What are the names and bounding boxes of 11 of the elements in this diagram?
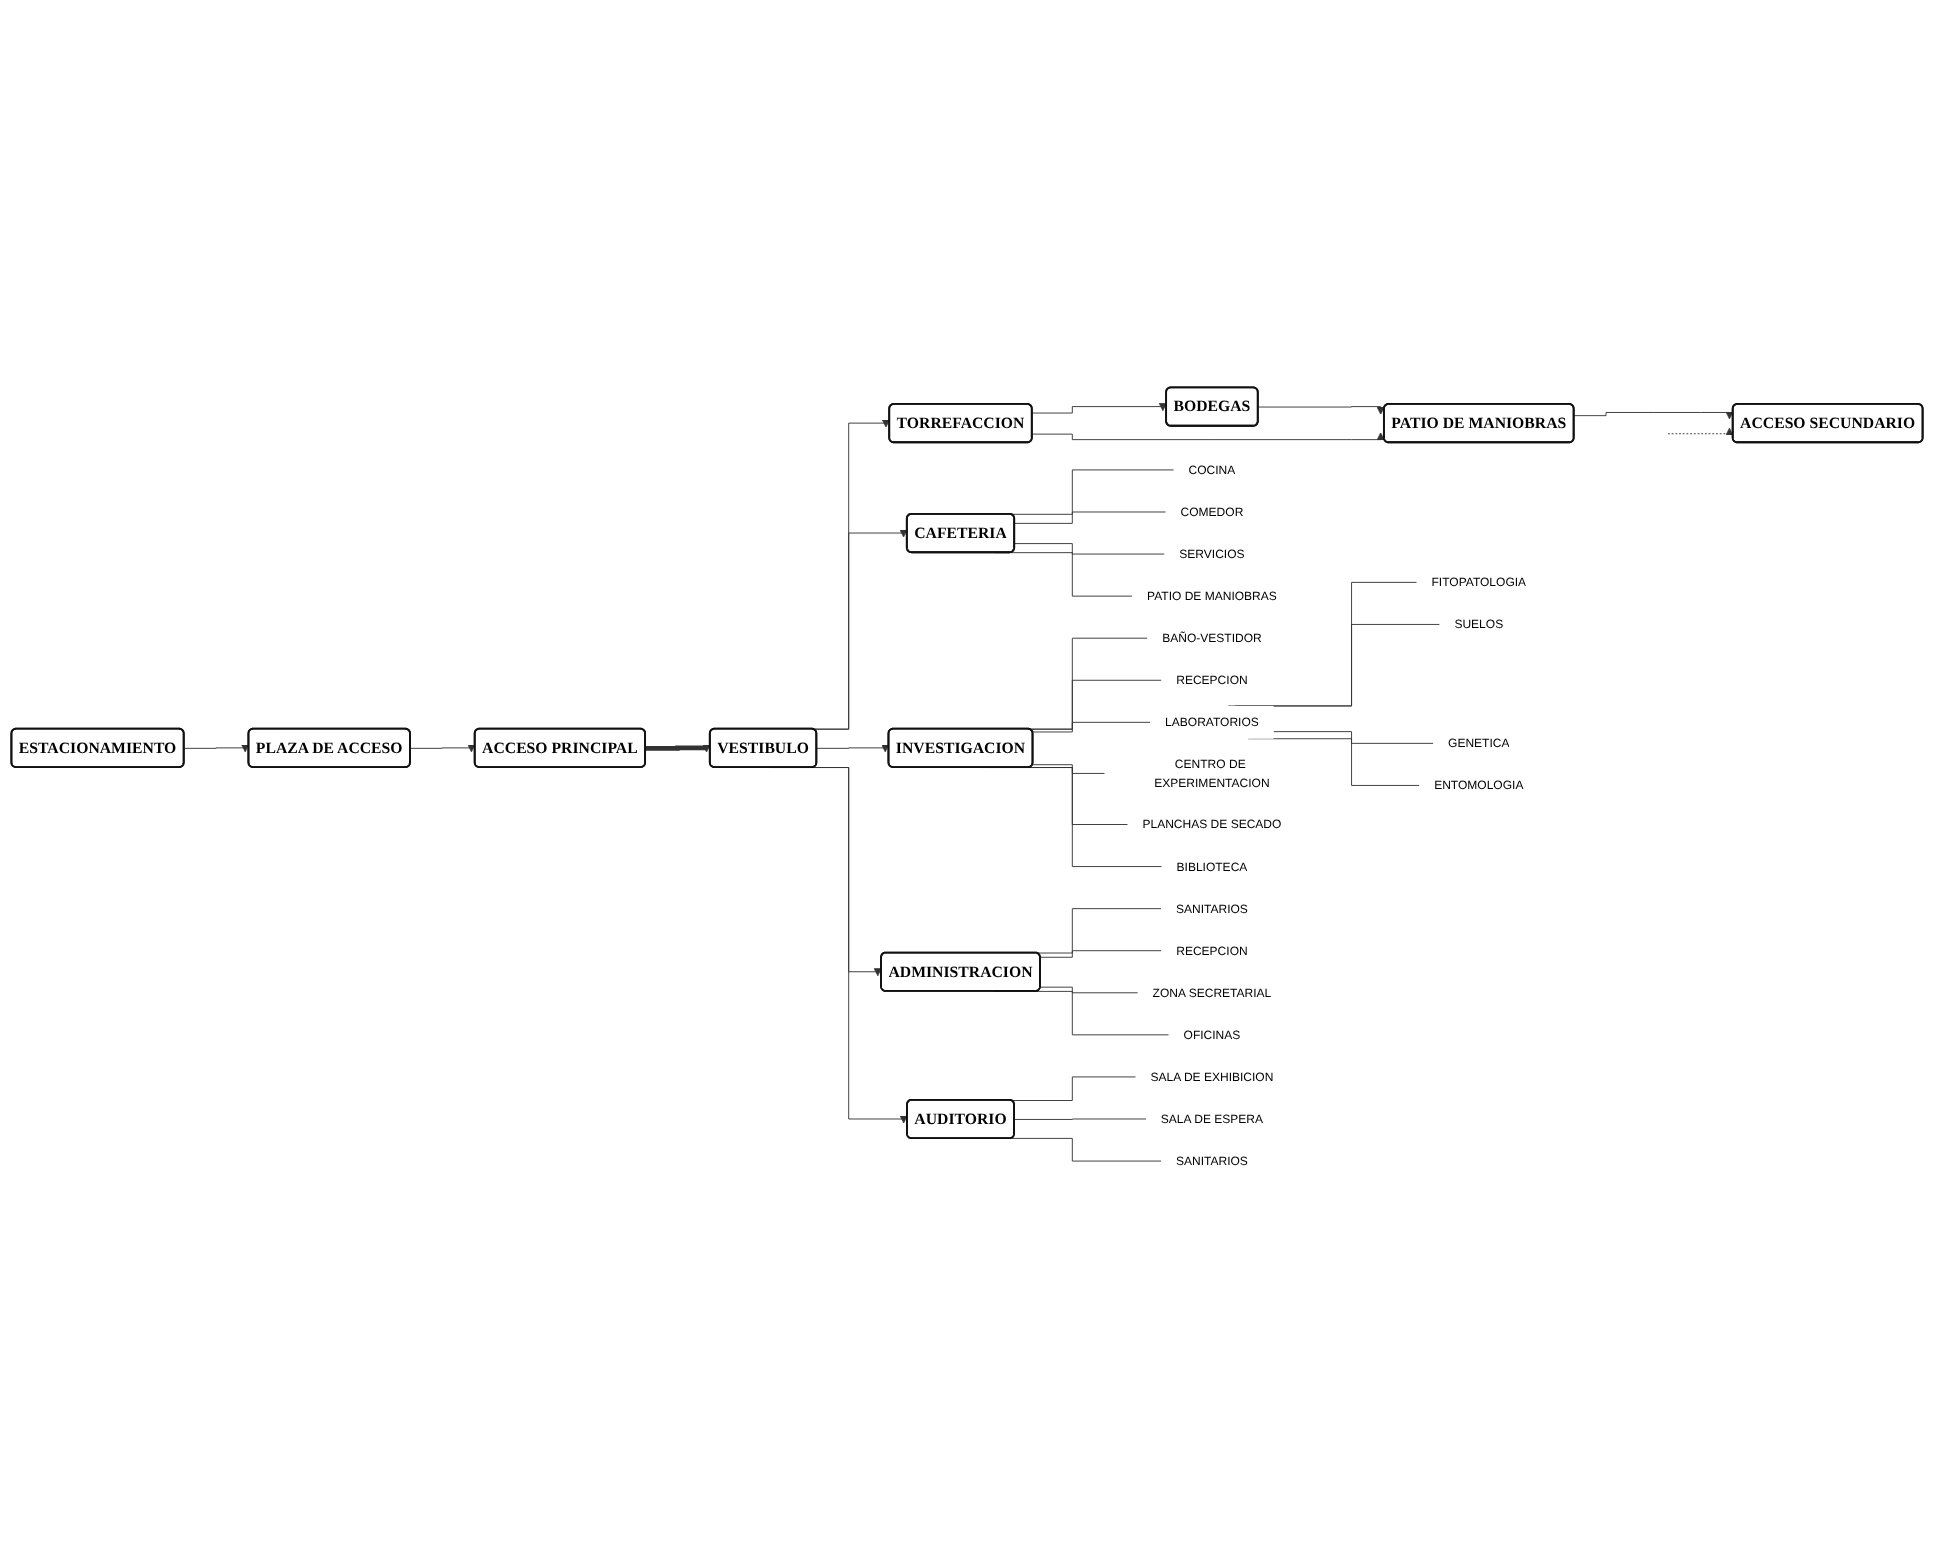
connector [1014,1118,1147,1120]
connector [1039,986,1139,993]
connector [1010,1076,1137,1101]
connector [1014,542,1165,555]
connector [1032,763,1106,774]
connector [1039,949,1162,958]
connector [1273,730,1434,744]
arrow [645,743,711,752]
connector [1014,511,1167,524]
connector [1010,1137,1162,1162]
connector [1032,721,1151,732]
